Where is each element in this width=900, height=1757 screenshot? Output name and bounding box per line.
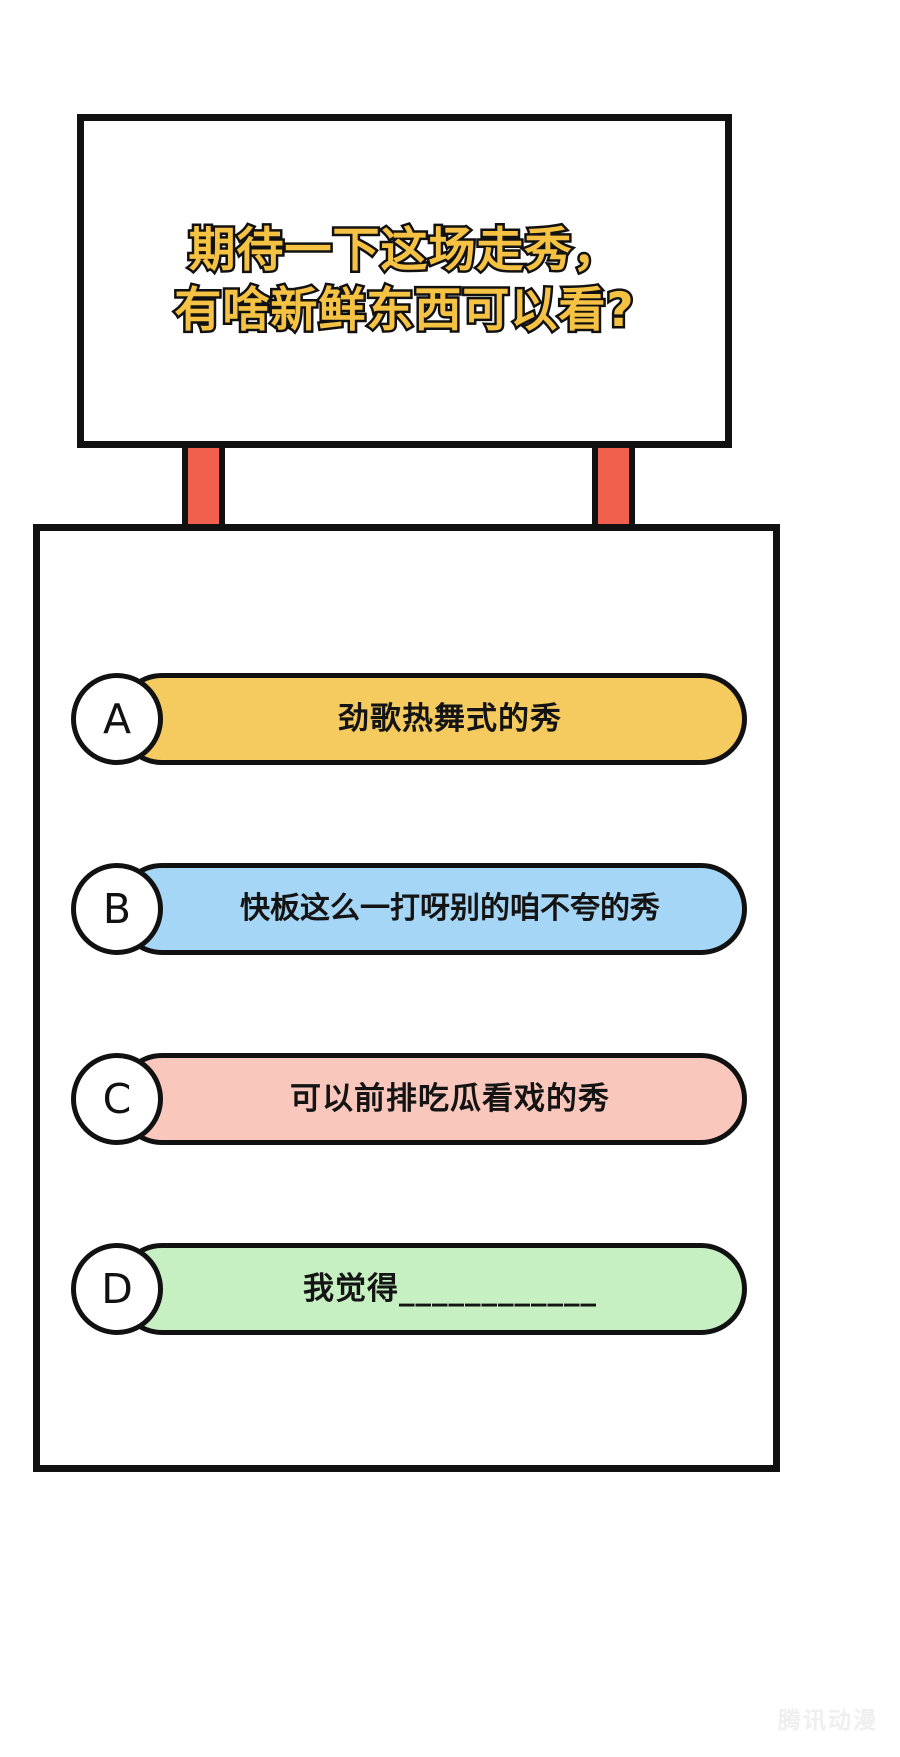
option-pill-b[interactable]: 快板这么一打呀别的咱不夸的秀 bbox=[116, 863, 747, 955]
option-letter-a[interactable]: A bbox=[71, 673, 163, 765]
option-pill-d[interactable]: 我觉得____________ bbox=[116, 1243, 747, 1335]
option-label-a: 劲歌热舞式的秀 bbox=[338, 700, 562, 737]
option-label-c: 可以前排吃瓜看戏的秀 bbox=[290, 1080, 610, 1117]
option-label-b: 快板这么一打呀别的咱不夸的秀 bbox=[240, 891, 660, 926]
question-title: 期待一下这场走秀， 有啥新鲜东西可以看? bbox=[172, 220, 636, 340]
question-sign-board: 期待一下这场走秀， 有啥新鲜东西可以看? bbox=[77, 114, 732, 448]
option-pill-a[interactable]: 劲歌热舞式的秀 bbox=[116, 673, 747, 765]
option-row[interactable]: 可以前排吃瓜看戏的秀 C bbox=[71, 1053, 747, 1145]
option-pill-c[interactable]: 可以前排吃瓜看戏的秀 bbox=[116, 1053, 747, 1145]
answer-board: 劲歌热舞式的秀 A 快板这么一打呀别的咱不夸的秀 B 可以前排吃瓜看戏的秀 C … bbox=[33, 524, 780, 1472]
watermark: 腾讯动漫 bbox=[778, 1708, 878, 1734]
option-row[interactable]: 我觉得____________ D bbox=[71, 1243, 747, 1335]
option-letter-d[interactable]: D bbox=[71, 1243, 163, 1335]
option-label-d: 我觉得____________ bbox=[303, 1270, 597, 1307]
option-row[interactable]: 快板这么一打呀别的咱不夸的秀 B bbox=[71, 863, 747, 955]
option-letter-b[interactable]: B bbox=[71, 863, 163, 955]
option-row[interactable]: 劲歌热舞式的秀 A bbox=[71, 673, 747, 765]
option-letter-c[interactable]: C bbox=[71, 1053, 163, 1145]
